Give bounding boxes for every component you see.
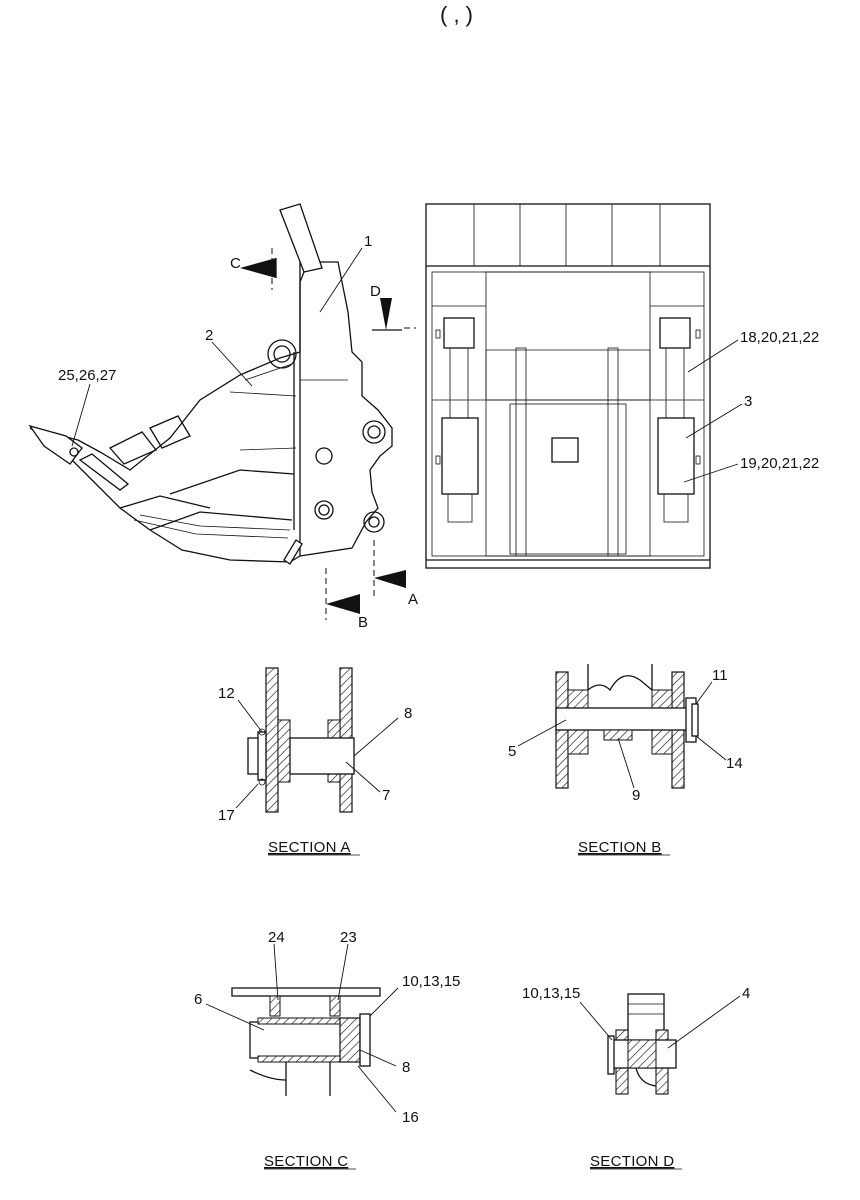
callout-3: 3 [744, 393, 752, 410]
callout-8: 8 [404, 705, 412, 722]
section-d-drawing [607, 993, 677, 1095]
section-b-caption: SECTION B [578, 839, 662, 856]
callout-6: 6 [194, 991, 202, 1008]
svg-text:B: B [358, 614, 368, 631]
callout-10-13-15-d: 10,13,15 [522, 985, 580, 1002]
callout-2: 2 [205, 327, 213, 344]
section-arrow-d: D [370, 283, 402, 331]
callout-10-13-15-c: 10,13,15 [402, 973, 460, 990]
section-b-drawing [555, 664, 699, 789]
callout-1: 1 [364, 233, 372, 250]
section-c-drawing [231, 987, 381, 1096]
callout-16: 16 [402, 1109, 419, 1126]
section-arrow-c: C [230, 255, 277, 278]
section-arrow-b: B [326, 594, 368, 631]
callout-9: 9 [632, 787, 640, 804]
callout-11: 11 [712, 667, 728, 684]
section-a-drawing [247, 667, 355, 813]
svg-text:A: A [408, 591, 418, 608]
header-fragment: ( , ) [440, 2, 473, 27]
callout-8b: 8 [402, 1059, 410, 1076]
section-a-caption: SECTION A [268, 839, 351, 856]
callout-19-20-21-22: 19,20,21,22 [740, 455, 819, 472]
callout-14: 14 [726, 755, 743, 772]
callout-18-20-21-22: 18,20,21,22 [740, 329, 819, 346]
callout-17: 17 [218, 807, 235, 824]
section-arrow-a: A [374, 570, 418, 608]
bucket-side-view [28, 203, 416, 620]
callout-5: 5 [508, 743, 516, 760]
callout-25-26-27: 25,26,27 [58, 367, 116, 384]
callout-4: 4 [742, 985, 750, 1002]
callout-24: 24 [268, 929, 285, 946]
svg-text:C: C [230, 255, 241, 272]
callout-12: 12 [218, 685, 235, 702]
bucket-front-view [425, 203, 711, 569]
leader-lines [71, 247, 743, 1113]
callout-23: 23 [340, 929, 357, 946]
section-c-caption: SECTION C [264, 1153, 348, 1170]
callout-7: 7 [382, 787, 390, 804]
svg-text:D: D [370, 283, 381, 300]
section-d-caption: SECTION D [590, 1153, 674, 1170]
